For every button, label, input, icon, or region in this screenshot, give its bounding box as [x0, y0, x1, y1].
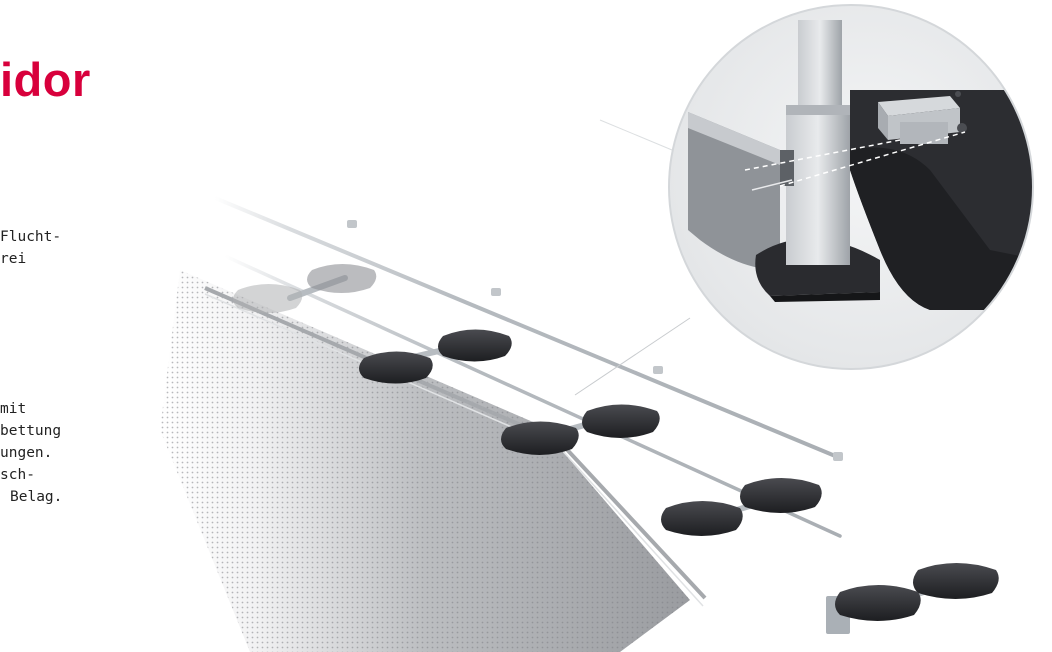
- zoom-pointer-line: [574, 317, 691, 396]
- detail-line-2: bettung: [0, 423, 62, 439]
- page-title: idor: [0, 53, 91, 106]
- detail-line-3: ungen.: [0, 445, 53, 461]
- ballast-feet: [233, 264, 999, 621]
- handrail: [213, 196, 842, 623]
- detail-line-1: mit: [0, 401, 27, 417]
- detail-line-5: Belag.: [10, 489, 63, 505]
- intro-line-2: rei: [0, 251, 27, 267]
- detail-paragraph: mit bettung ungen. sch- Belag.: [0, 398, 62, 508]
- zoom-detail-circle: [668, 4, 1034, 370]
- intro-paragraph: Flucht- rei: [0, 226, 61, 270]
- intro-line-1: Flucht-: [0, 229, 62, 245]
- walkway-deck: [160, 270, 707, 652]
- detail-line-4: sch-: [0, 467, 35, 483]
